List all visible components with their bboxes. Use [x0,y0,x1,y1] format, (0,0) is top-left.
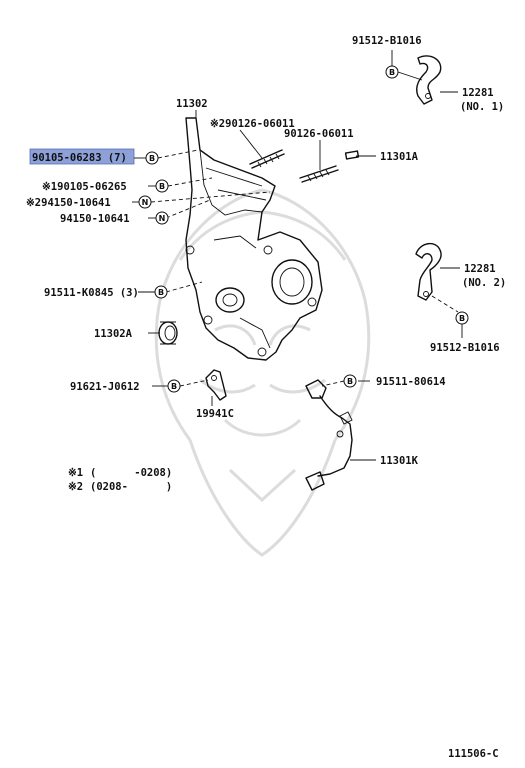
label-190105-06265[interactable]: ※190105-06265 [42,181,127,193]
highlight-box [29,148,135,165]
label-91621-j0612[interactable]: 91621-J0612 [70,381,140,393]
label-11301k[interactable]: 11301K [380,455,419,467]
label-91512-b1016-top[interactable]: 91512-B1016 [352,35,422,47]
label-no2: (NO. 2) [462,277,506,289]
sensor-wiring-11301k [305,379,353,491]
label-90126-06011[interactable]: 90126-06011 [284,128,354,140]
note1-mark: ※1 [68,467,83,479]
bolt-symbol: B [343,374,357,388]
bolt-symbol-text: B [459,314,465,323]
engine-hanger-no2 [415,243,442,301]
bolt-symbol-text: B [158,288,164,297]
bolt-symbol-text: B [149,154,155,163]
bolt-symbol: B [145,151,159,165]
label-90105-06283[interactable]: 90105-06283 (7) [32,152,127,164]
pin-11301a [344,150,360,160]
bolt-symbol-text: B [171,382,177,391]
bolt-symbol: B [385,65,399,79]
label-19941c[interactable]: 19941C [196,408,234,420]
note1-range: ( -0208) [90,467,172,479]
label-91511-k0845[interactable]: 91511-K0845 (3) [44,287,139,299]
bolt-symbol: B [154,285,168,299]
nut-symbol-text: N [159,214,166,223]
label-11302a[interactable]: 11302A [94,328,133,340]
stud-bolt-90126 [299,165,339,183]
label-no1: (NO. 1) [460,101,504,113]
bracket-19941c [205,369,227,401]
stud-bolt-290126 [249,149,285,169]
applicability-notes: ※1 ( -0208) ※2 (0208- ) [68,467,172,493]
label-91511-80614[interactable]: 91511-80614 [376,376,446,388]
nut-symbol: N [138,195,152,209]
bolt-symbol: B [167,379,181,393]
diagram-code: 111506-C [448,748,499,760]
label-290126-06011[interactable]: ※290126-06011 [210,118,295,130]
part-labels: 11302 90105-06283 (7) ※290126-06011 9012… [26,35,506,467]
label-294150-10641[interactable]: ※294150-10641 [26,197,111,209]
nut-symbol-text: N [142,198,149,207]
bolt-symbol-text: B [347,377,353,386]
label-11302[interactable]: 11302 [176,98,208,110]
bolt-symbol-text: B [389,68,395,77]
bolt-symbol: B [455,311,469,325]
nut-symbol: N [155,211,169,225]
oil-seal-11302a [158,321,178,345]
label-11301a[interactable]: 11301A [380,151,419,163]
label-94150-10641[interactable]: 94150-10641 [60,213,130,225]
note2-mark: ※2 [68,481,83,493]
bolt-symbol-text: B [159,182,165,191]
label-12281-no2[interactable]: 12281 [464,263,496,275]
bolt-symbol: B [155,179,169,193]
timing-chain-cover [185,117,323,361]
watermark-emblem [154,188,371,557]
label-91512-b1016-bottom[interactable]: 91512-B1016 [430,342,500,354]
leader-lines [148,50,463,461]
engine-hanger-no1 [416,55,442,105]
label-12281-no1[interactable]: 12281 [462,87,494,99]
note2-range: (0208- ) [90,481,172,493]
